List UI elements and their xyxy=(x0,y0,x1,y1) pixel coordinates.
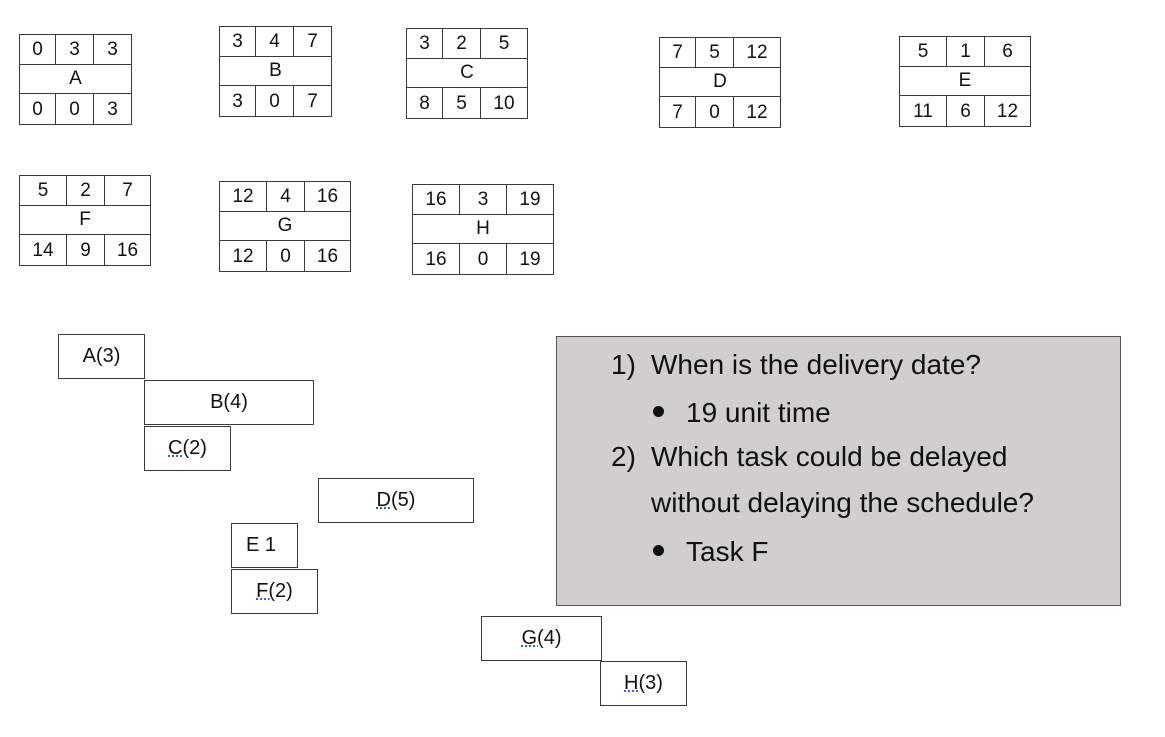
node-f-lf: 16 xyxy=(116,239,139,261)
task-bar-h-label: H(3) xyxy=(624,672,663,694)
node-b-es: 3 xyxy=(220,27,256,56)
node-a-lf: 3 xyxy=(107,98,118,120)
bullet-icon xyxy=(653,545,664,557)
node-h-duration: 3 xyxy=(460,185,507,214)
node-h-lf: 19 xyxy=(519,248,541,270)
node-f-label: F xyxy=(20,206,150,236)
node-h-ls: 16 xyxy=(413,244,460,274)
node-c-lf: 10 xyxy=(493,92,515,114)
node-h-es: 16 xyxy=(413,185,460,214)
node-d-es: 7 xyxy=(660,38,696,67)
node-d-label: D xyxy=(660,68,780,98)
node-b: 3 4 7 B 3 0 7 xyxy=(219,26,332,117)
node-g: 12 4 16 G 12 0 16 xyxy=(219,181,351,272)
node-h: 16 3 19 H 16 0 19 xyxy=(412,184,554,275)
node-a-duration: 3 xyxy=(56,35,94,64)
task-bar-c: C(2) xyxy=(144,426,231,471)
node-b-duration: 4 xyxy=(256,27,294,56)
node-d-lf: 12 xyxy=(746,101,768,123)
node-c-duration: 2 xyxy=(443,29,481,58)
node-g-label: G xyxy=(220,212,350,242)
node-e: 5 1 6 E 11 6 12 xyxy=(899,36,1031,127)
question-1-number: 1) xyxy=(611,349,636,380)
task-bar-c-label: C(2) xyxy=(168,437,207,459)
node-d-ls: 7 xyxy=(660,97,696,127)
node-a-es: 0 xyxy=(20,35,56,64)
task-bar-e-label: E 1 xyxy=(246,534,277,556)
node-f: 5 2 7 F 14 9 16 xyxy=(19,175,151,266)
node-e-duration: 1 xyxy=(947,37,985,66)
node-e-slack: 6 xyxy=(947,96,985,126)
node-f-ls: 14 xyxy=(20,235,67,265)
question-2-line-2: without delaying the schedule? xyxy=(651,487,1034,518)
node-g-lf: 16 xyxy=(316,245,339,267)
node-f-slack: 9 xyxy=(67,235,105,265)
node-b-label: B xyxy=(220,57,331,87)
question-2-line-1: Which task could be delayed xyxy=(651,441,1008,472)
node-c-es: 3 xyxy=(407,29,443,58)
node-f-ef: 7 xyxy=(122,179,133,201)
node-e-ef: 6 xyxy=(1002,40,1013,62)
task-bar-b: B(4) xyxy=(144,380,314,425)
answer-2: Task F xyxy=(653,536,768,568)
node-b-slack: 0 xyxy=(256,86,294,116)
task-bar-a: A(3) xyxy=(58,334,145,379)
node-e-es: 5 xyxy=(900,37,947,66)
node-g-es: 12 xyxy=(220,182,267,211)
node-g-duration: 4 xyxy=(267,182,305,211)
node-g-ls: 12 xyxy=(220,241,267,271)
node-e-lf: 12 xyxy=(996,100,1019,122)
node-a-ef: 3 xyxy=(107,38,118,60)
node-f-duration: 2 xyxy=(67,176,105,205)
node-h-slack: 0 xyxy=(460,244,507,274)
answer-1: 19 unit time xyxy=(653,397,831,429)
node-a: 0 3 3 A 0 0 3 xyxy=(19,34,132,125)
task-bar-g: G(4) xyxy=(481,616,602,661)
node-g-ef: 16 xyxy=(316,185,339,207)
node-a-ls: 0 xyxy=(20,94,56,124)
task-bar-h: H(3) xyxy=(600,661,687,706)
node-b-lf: 7 xyxy=(307,90,318,112)
node-g-slack: 0 xyxy=(267,241,305,271)
bullet-icon xyxy=(653,406,664,418)
question-1-text: When is the delivery date? xyxy=(651,349,981,380)
node-d-duration: 5 xyxy=(696,38,734,67)
task-bar-f: F(2) xyxy=(231,569,318,614)
node-h-ef: 19 xyxy=(519,188,541,210)
task-bar-a-label: A(3) xyxy=(82,345,121,367)
node-a-slack: 0 xyxy=(56,94,94,124)
node-c-ef: 5 xyxy=(498,32,510,54)
answer-2-text: Task F xyxy=(686,536,769,567)
answer-1-text: 19 unit time xyxy=(686,397,831,428)
qa-panel: 1) When is the delivery date? 19 unit ti… xyxy=(556,336,1121,606)
question-2-number: 2) xyxy=(611,441,636,472)
task-bar-g-label: G(4) xyxy=(521,627,562,649)
node-d-ef: 12 xyxy=(746,41,768,63)
node-e-ls: 11 xyxy=(900,96,947,126)
node-a-label: A xyxy=(20,65,131,95)
node-f-es: 5 xyxy=(20,176,67,205)
task-bar-b-label: B(4) xyxy=(210,391,248,413)
node-e-label: E xyxy=(900,67,1030,97)
node-c-label: C xyxy=(407,59,527,89)
node-b-ef: 7 xyxy=(307,30,318,52)
node-c-ls: 8 xyxy=(407,88,443,118)
task-bar-f-label: F(2) xyxy=(256,580,293,602)
node-b-ls: 3 xyxy=(220,86,256,116)
node-c-slack: 5 xyxy=(443,88,481,118)
task-bar-d: D(5) xyxy=(318,478,474,523)
task-bar-d-label: D(5) xyxy=(376,489,416,511)
node-d-slack: 0 xyxy=(696,97,734,127)
node-d: 7 5 12 D 7 0 12 xyxy=(659,37,781,128)
node-h-label: H xyxy=(413,215,553,245)
node-c: 3 2 5 C 8 5 10 xyxy=(406,28,528,119)
task-bar-e: E 1 xyxy=(231,523,298,568)
